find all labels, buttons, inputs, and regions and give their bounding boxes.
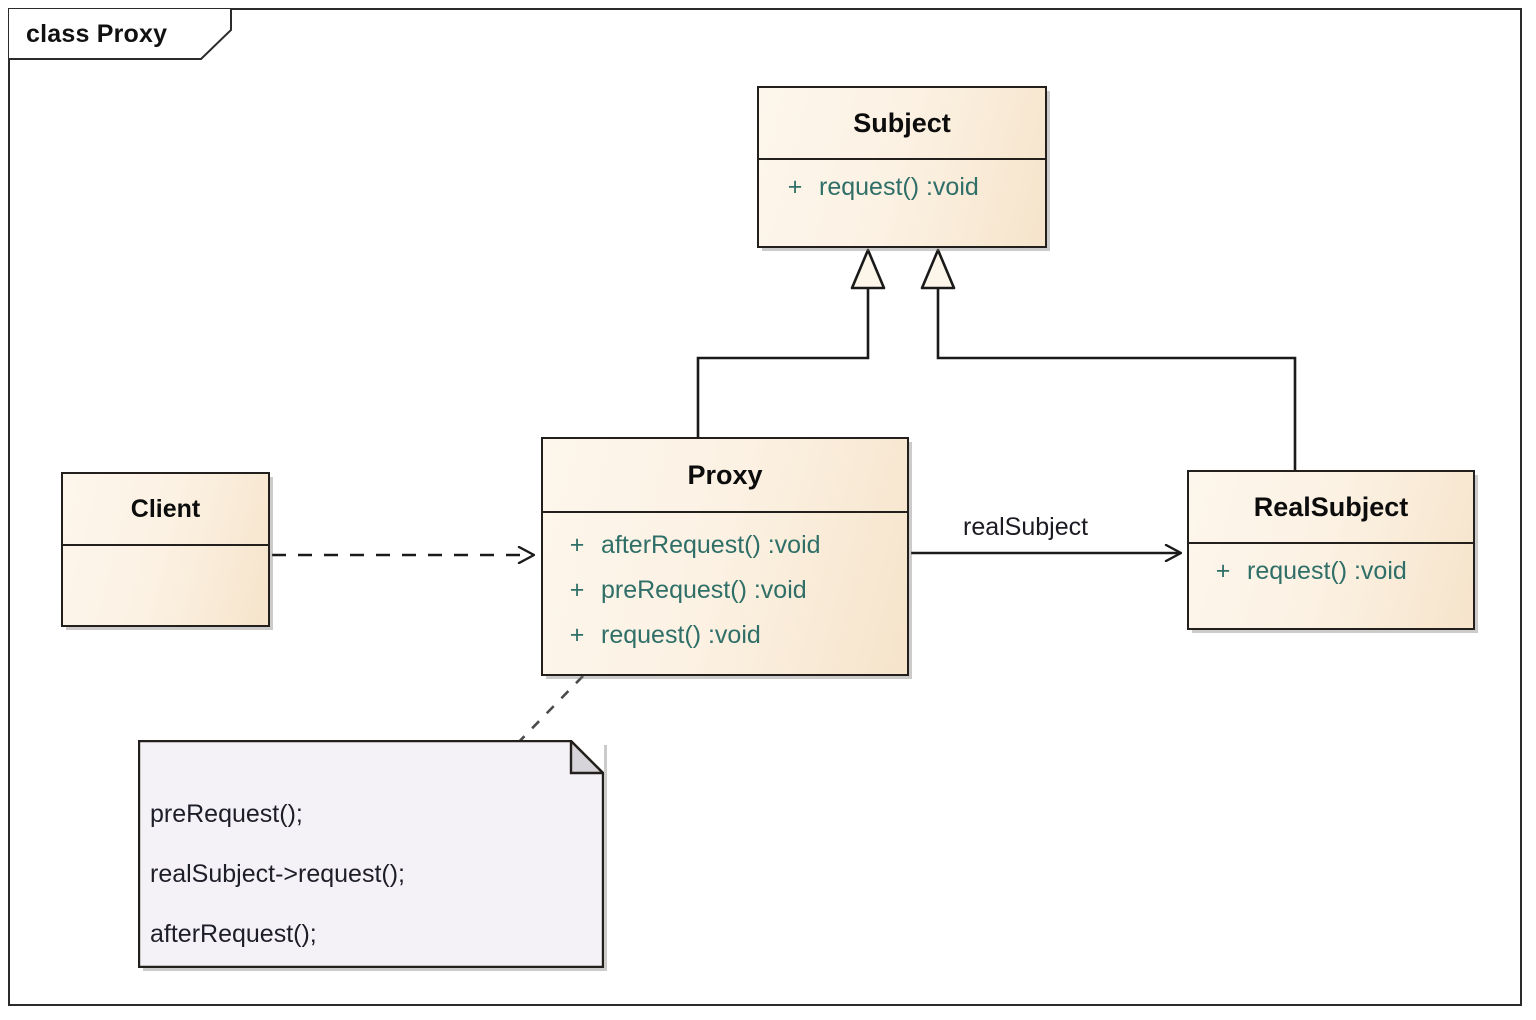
frame-name-tab: class Proxy (8, 8, 232, 60)
note-shape (138, 740, 604, 968)
class-title-client: Client (63, 474, 268, 546)
class-box-client[interactable]: Client (61, 472, 270, 627)
visibility-marker: + (787, 173, 803, 201)
class-box-proxy[interactable]: Proxy + afterRequest() :void + preReques… (541, 437, 909, 676)
note-line: preRequest(); (150, 800, 303, 828)
class-member-row: + afterRequest() :void (543, 523, 907, 568)
frame-tab-shape (8, 8, 232, 60)
class-members-client (63, 546, 268, 625)
visibility-marker: + (569, 576, 585, 604)
note-text: preRequest(); realSubject->request(); af… (150, 784, 590, 964)
member-signature: request() :void (601, 621, 761, 649)
note-line: afterRequest(); (150, 920, 317, 948)
frame-name-label: class Proxy (26, 20, 168, 48)
member-signature: request() :void (1247, 557, 1407, 585)
class-title-realsubject: RealSubject (1189, 472, 1473, 544)
edge-label-realsubject: realSubject (963, 513, 1089, 541)
member-signature: afterRequest() :void (601, 531, 821, 559)
note-box[interactable]: preRequest(); realSubject->request(); af… (138, 740, 604, 968)
class-member-row: + request() :void (1189, 550, 1473, 592)
class-title-proxy: Proxy (543, 439, 907, 513)
class-members-realsubject: + request() :void (1189, 544, 1473, 628)
visibility-marker: + (569, 621, 585, 649)
class-member-row: + request() :void (759, 166, 1045, 208)
class-members-subject: + request() :void (759, 160, 1045, 246)
class-member-row: + preRequest() :void (543, 568, 907, 613)
class-box-realsubject[interactable]: RealSubject + request() :void (1187, 470, 1475, 630)
note-fold-corner (569, 740, 604, 775)
visibility-marker: + (1215, 557, 1231, 585)
class-members-proxy: + afterRequest() :void + preRequest() :v… (543, 513, 907, 674)
class-box-subject[interactable]: Subject + request() :void (757, 86, 1047, 248)
member-signature: preRequest() :void (601, 576, 807, 604)
class-member-row: + request() :void (543, 613, 907, 658)
class-title-subject: Subject (759, 88, 1045, 160)
note-line: realSubject->request(); (150, 860, 405, 888)
member-signature: request() :void (819, 173, 979, 201)
visibility-marker: + (569, 531, 585, 559)
